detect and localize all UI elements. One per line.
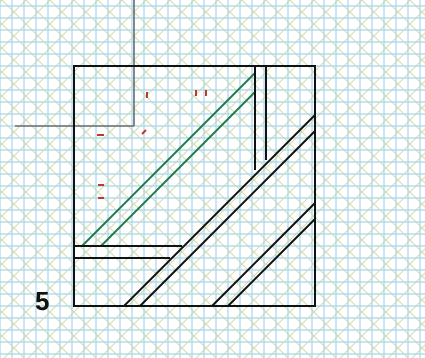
grid-diagonal-line <box>51 0 411 358</box>
green-diagonal-line <box>100 91 256 247</box>
grid-diagonal-line <box>0 0 99 99</box>
grid-diagonal-line <box>315 248 425 358</box>
grid-diagonal-line <box>0 0 291 291</box>
grid-diagonal-line <box>0 0 267 267</box>
grid-diagonal-line <box>0 0 75 75</box>
block-square <box>73 65 316 307</box>
grid-diagonal-line <box>123 56 425 358</box>
grid-diagonal-line <box>75 8 425 358</box>
grid-diagonal-line <box>99 32 425 358</box>
grid-diagonal-line <box>147 80 425 358</box>
grid-diagonal-line <box>267 200 425 358</box>
grid-diagonal-line <box>363 296 425 358</box>
red-marks <box>97 90 207 199</box>
grid-diagonal-line <box>171 104 425 358</box>
grid-diagonal-line <box>0 0 171 171</box>
green-diagonals <box>81 72 256 247</box>
grid-diagonal-line <box>0 0 315 315</box>
diagonal-strip-line <box>227 218 316 307</box>
diagonal-strip-line <box>123 114 316 307</box>
diagonal-strip-line <box>211 202 316 307</box>
step-number: 5 <box>35 286 50 316</box>
grid-diagonal-line <box>0 0 219 219</box>
grid-diagonal-line <box>195 128 425 358</box>
block-outline <box>73 65 316 307</box>
grid-diagonal-line <box>3 0 363 358</box>
red-mark <box>141 129 147 135</box>
diagonal-strip-line <box>139 130 316 307</box>
grid-diagonal-line <box>339 272 425 358</box>
grid-diagonal-line <box>243 176 425 358</box>
green-diagonal-line <box>81 72 256 247</box>
grid-diagonal-line <box>0 0 123 123</box>
grid-diagonal-line <box>219 152 425 358</box>
grid-diagonal-line <box>0 0 147 147</box>
grid-diagonal-line <box>0 0 243 243</box>
grid-diagonal-line <box>27 0 387 358</box>
grid-diagonal-line <box>0 0 339 339</box>
grid-diagonal-line <box>291 224 425 358</box>
